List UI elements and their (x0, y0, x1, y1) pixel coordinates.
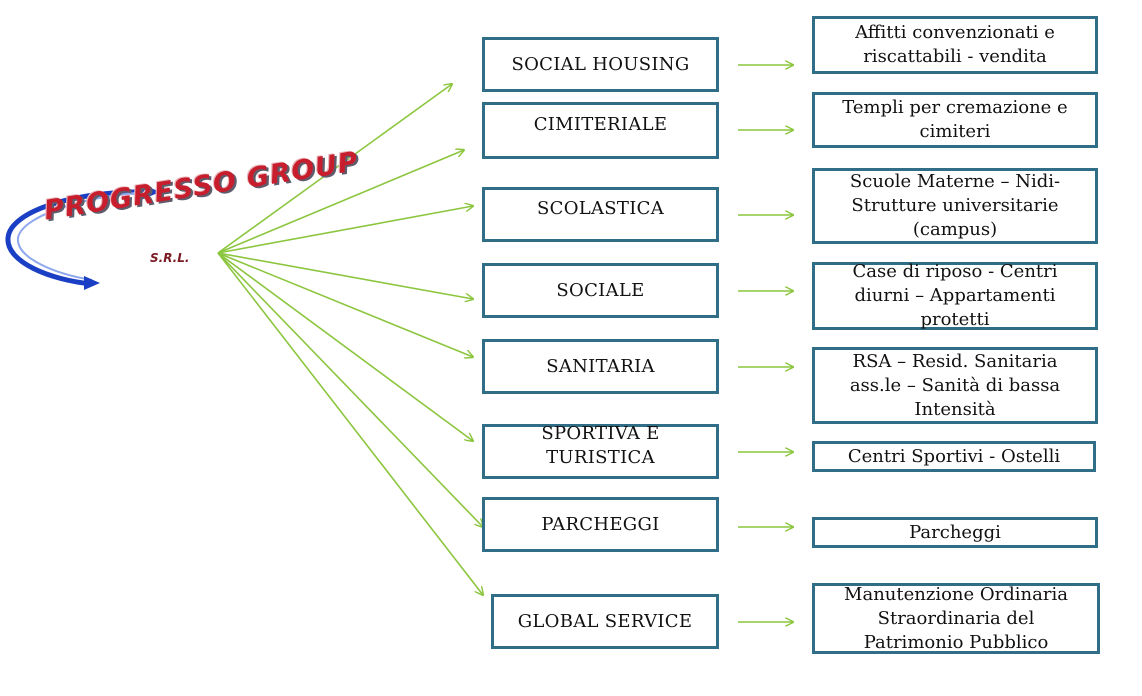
progresso-logo-swoosh (5, 184, 160, 290)
logo-suffix: S.R.L. (150, 251, 190, 265)
fan-arrow-sociale (217, 252, 473, 299)
description-box-social-housing: Affitti convenzionati e riscattabili - v… (812, 16, 1098, 74)
description-box-sociale: Case di riposo - Centri diurni – Apparta… (812, 261, 1098, 330)
fan-arrow-social-housing (217, 84, 452, 254)
description-box-parcheggi: Parcheggi (812, 517, 1098, 548)
category-box-cimiteriale: CIMITERIALE (482, 102, 719, 159)
category-label: SOCIALE (556, 279, 645, 301)
description-text: Scuole Materne – Nidi- Strutture univers… (849, 171, 1061, 240)
description-text: Affitti convenzionati e riscattabili - v… (855, 22, 1055, 67)
category-box-parcheggi: PARCHEGGI (482, 497, 719, 552)
category-box-sportiva-turistica: SPORTIVA E TURISTICA (482, 422, 719, 479)
fan-arrow-sanitaria (217, 252, 473, 357)
category-box-global-service: GLOBAL SERVICE (491, 594, 719, 649)
category-label: SPORTIVA E TURISTICA (541, 422, 660, 468)
category-label: SCOLASTICA (536, 197, 665, 219)
category-label: GLOBAL SERVICE (517, 610, 693, 632)
category-label: PARCHEGGI (541, 513, 660, 535)
category-box-sociale: SOCIALE (482, 263, 719, 318)
category-label: SANITARIA (546, 355, 655, 377)
description-text: Manutenzione Ordinaria Straordinaria del… (844, 583, 1068, 653)
category-box-social-housing: SOCIAL HOUSING (482, 37, 719, 92)
category-box-sanitaria: SANITARIA (482, 339, 719, 394)
description-box-scolastica: Scuole Materne – Nidi- Strutture univers… (812, 168, 1098, 244)
description-text: Templi per cremazione e cimiteri (842, 97, 1068, 142)
fan-arrow-parcheggi (217, 252, 483, 527)
category-box-scolastica: SCOLASTICA (482, 187, 719, 242)
fan-arrow-cimiteriale (217, 150, 464, 254)
description-box-cimiteriale: Templi per cremazione e cimiteri (812, 92, 1098, 148)
description-text: Centri Sportivi - Ostelli (847, 445, 1061, 467)
description-box-global-service: Manutenzione Ordinaria Straordinaria del… (812, 583, 1100, 654)
fan-arrow-global-service (217, 252, 483, 595)
category-label: CIMITERIALE (533, 113, 668, 135)
description-text: Case di riposo - Centri diurni – Apparta… (852, 261, 1058, 330)
category-label: SOCIAL HOUSING (511, 53, 690, 75)
fan-arrow-sportiva (217, 252, 473, 441)
description-text: Parcheggi (909, 521, 1001, 543)
description-box-sportiva-turistica: Centri Sportivi - Ostelli (812, 441, 1096, 472)
description-box-sanitaria: RSA – Resid. Sanitaria ass.le – Sanità d… (812, 347, 1098, 424)
fan-arrow-scolastica (217, 206, 473, 254)
description-text: RSA – Resid. Sanitaria ass.le – Sanità d… (849, 350, 1061, 420)
